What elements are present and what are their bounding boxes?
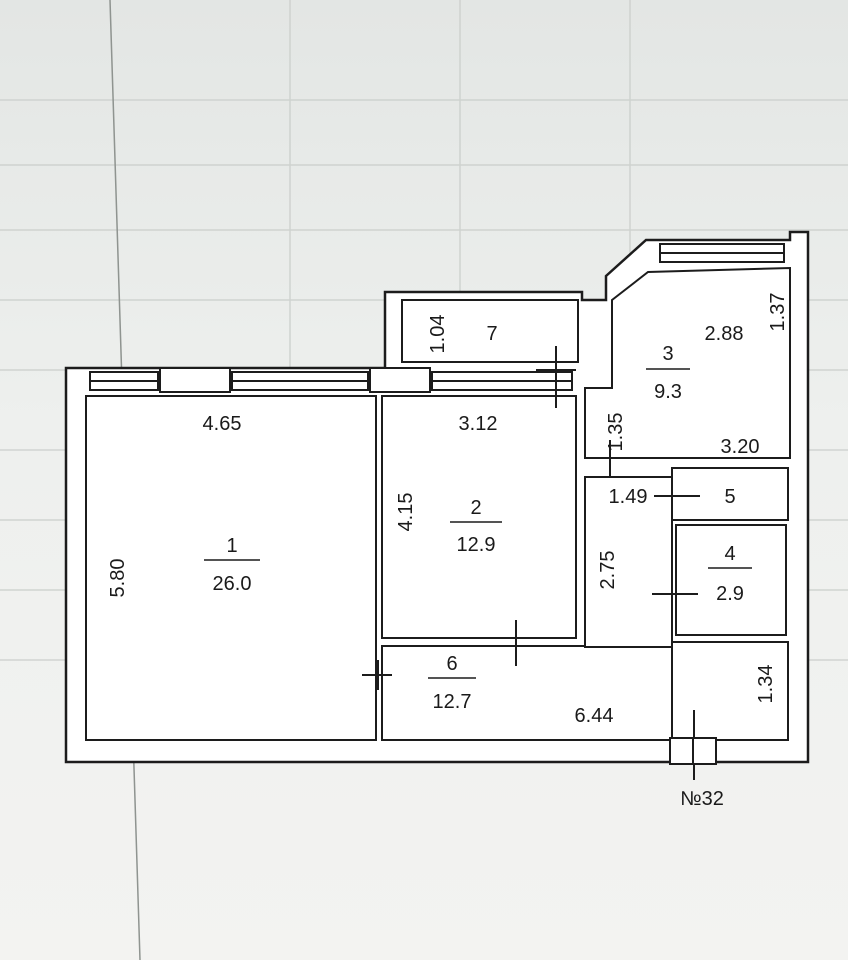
room-3-area: 9.3 [654, 381, 682, 403]
room-6-number: 6 [446, 653, 457, 675]
dim-room1-width: 4.65 [203, 413, 242, 435]
hall-bottom-right-floor [671, 641, 789, 741]
room-3-number: 3 [662, 343, 673, 365]
room-5-floor [671, 467, 789, 521]
dim-hall-side: 1.34 [755, 665, 777, 704]
dim-room2-length: 4.15 [395, 493, 417, 532]
room-4-number: 4 [724, 543, 735, 565]
plan-number: №32 [680, 788, 724, 810]
room-7-floor [401, 299, 579, 363]
room-floors [85, 266, 791, 741]
dim-corridor-a: 1.35 [605, 413, 627, 452]
room-3-floor [584, 266, 791, 459]
room-2-area: 12.9 [457, 534, 496, 556]
dim-room3-side: 1.37 [767, 293, 789, 332]
dim-hall-length: 6.44 [575, 705, 614, 727]
door-marks [362, 346, 717, 780]
room-4-floor [675, 524, 787, 636]
dim-corridor-b: 1.49 [609, 486, 648, 508]
room-4-area: 2.9 [716, 583, 744, 605]
windows [89, 243, 785, 393]
room-5-number: 5 [724, 486, 735, 508]
room-1-number: 1 [226, 535, 237, 557]
dim-room3-lower: 3.20 [721, 436, 760, 458]
room-6-floor [381, 645, 673, 741]
dim-loggia-depth: 1.04 [427, 315, 449, 354]
room-6-area: 12.7 [433, 691, 472, 713]
dim-room2-width: 3.12 [459, 413, 498, 435]
dim-room1-length: 5.80 [107, 559, 129, 598]
room-2-floor [381, 395, 577, 639]
room-7-number: 7 [486, 323, 497, 345]
room-1-area: 26.0 [213, 573, 252, 595]
dim-corridor-c: 2.75 [597, 551, 619, 590]
window-block-1 [159, 367, 231, 393]
window-block-2 [369, 367, 431, 393]
room-2-number: 2 [470, 497, 481, 519]
room-1-floor [85, 395, 377, 741]
dim-room3-width: 2.88 [705, 323, 744, 345]
hall-floor [584, 476, 673, 648]
